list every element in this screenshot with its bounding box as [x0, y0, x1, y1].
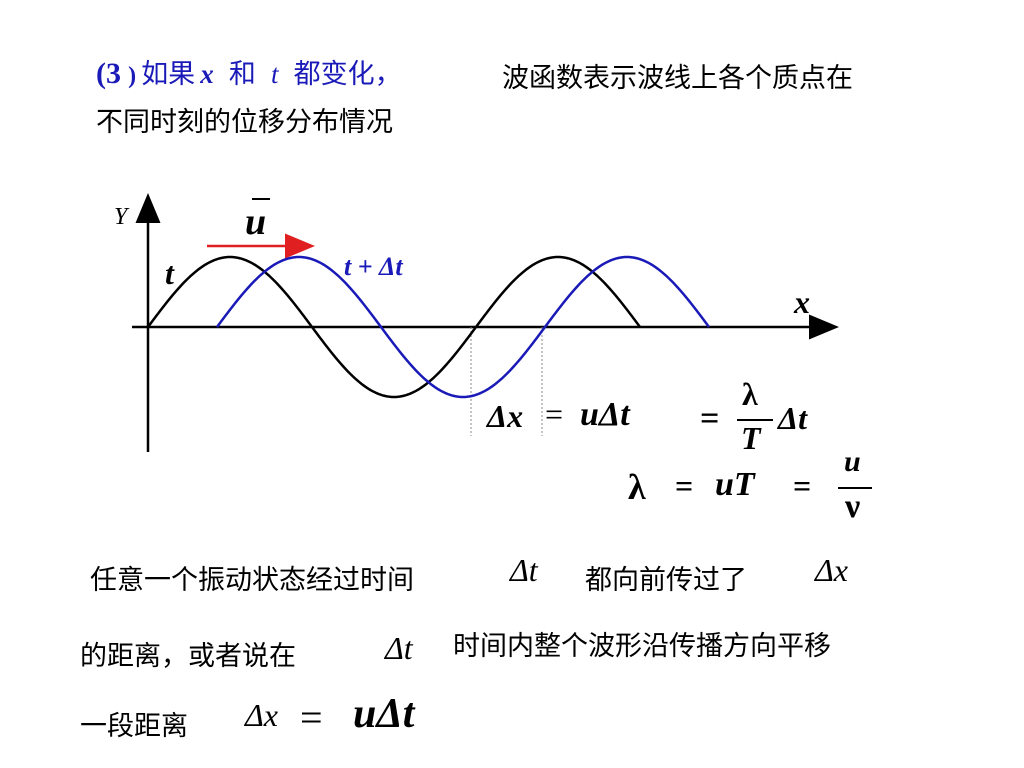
heading-line1-blue: (3 ) 如果 x 和 t 都变化， — [96, 52, 402, 92]
formula-uT: uT — [715, 466, 755, 503]
heading-ruguo: 如果 — [141, 59, 196, 90]
formula-dx: Δx — [487, 398, 524, 434]
velocity-label: u — [245, 201, 267, 243]
velocity-vector-mark — [252, 198, 270, 200]
wave-curve-t — [146, 255, 642, 399]
heading-he: 和 — [228, 59, 256, 90]
formula-eq3: = — [675, 468, 694, 504]
formula-u: u — [844, 445, 861, 478]
heading-dou-bianhua: 都变化， — [293, 59, 402, 90]
heading-line2: 不同时刻的位移分布情况 — [96, 107, 393, 138]
heading-var-t: t — [270, 59, 279, 89]
body-line3-dx: Δx — [245, 697, 278, 733]
heading-var-x: x — [200, 59, 214, 89]
wave-curve-t-plus-dt — [215, 255, 711, 399]
body-line1-b: 都向前传过了 — [585, 565, 747, 596]
body-line2-b: 时间内整个波形沿传播方向平移 — [453, 631, 831, 662]
curve-t-label: t — [165, 255, 174, 291]
formula-lambda: λ — [628, 467, 646, 507]
body-line2-a: 的距离，或者说在 — [80, 641, 296, 672]
body-line3-eq: = — [300, 695, 323, 740]
heading-paren: ) — [128, 63, 137, 89]
formula-eq2: = — [700, 400, 720, 437]
formula-frac-bar-2 — [838, 487, 872, 489]
formula-nu: ν — [845, 488, 861, 525]
formula-frac-den: T — [741, 420, 761, 456]
body-line3-udt: uΔt — [353, 691, 415, 737]
formula-frac-dt: Δt — [778, 400, 807, 436]
formula-eq4: = — [793, 468, 812, 504]
body-line1-dt: Δt — [510, 552, 538, 588]
heading-line1-rest: 波函数表示波线上各个质点在 — [502, 63, 853, 94]
body-line2-dt: Δt — [385, 630, 413, 666]
x-axis-label: x — [794, 284, 810, 320]
formula-frac-num: λ — [742, 376, 758, 412]
y-axis-label: Y — [114, 204, 128, 230]
body-line3-a: 一段距离 — [80, 711, 188, 742]
curve-tdt-label: t + Δt — [344, 252, 403, 281]
formula-udt: uΔt — [580, 396, 630, 433]
body-line1-a: 任意一个振动状态经过时间 — [90, 565, 414, 596]
heading-num: (3 — [96, 57, 121, 90]
formula-eq1: = — [545, 396, 564, 432]
formula-frac-bar — [737, 419, 773, 421]
body-line1-dx: Δx — [815, 552, 848, 588]
